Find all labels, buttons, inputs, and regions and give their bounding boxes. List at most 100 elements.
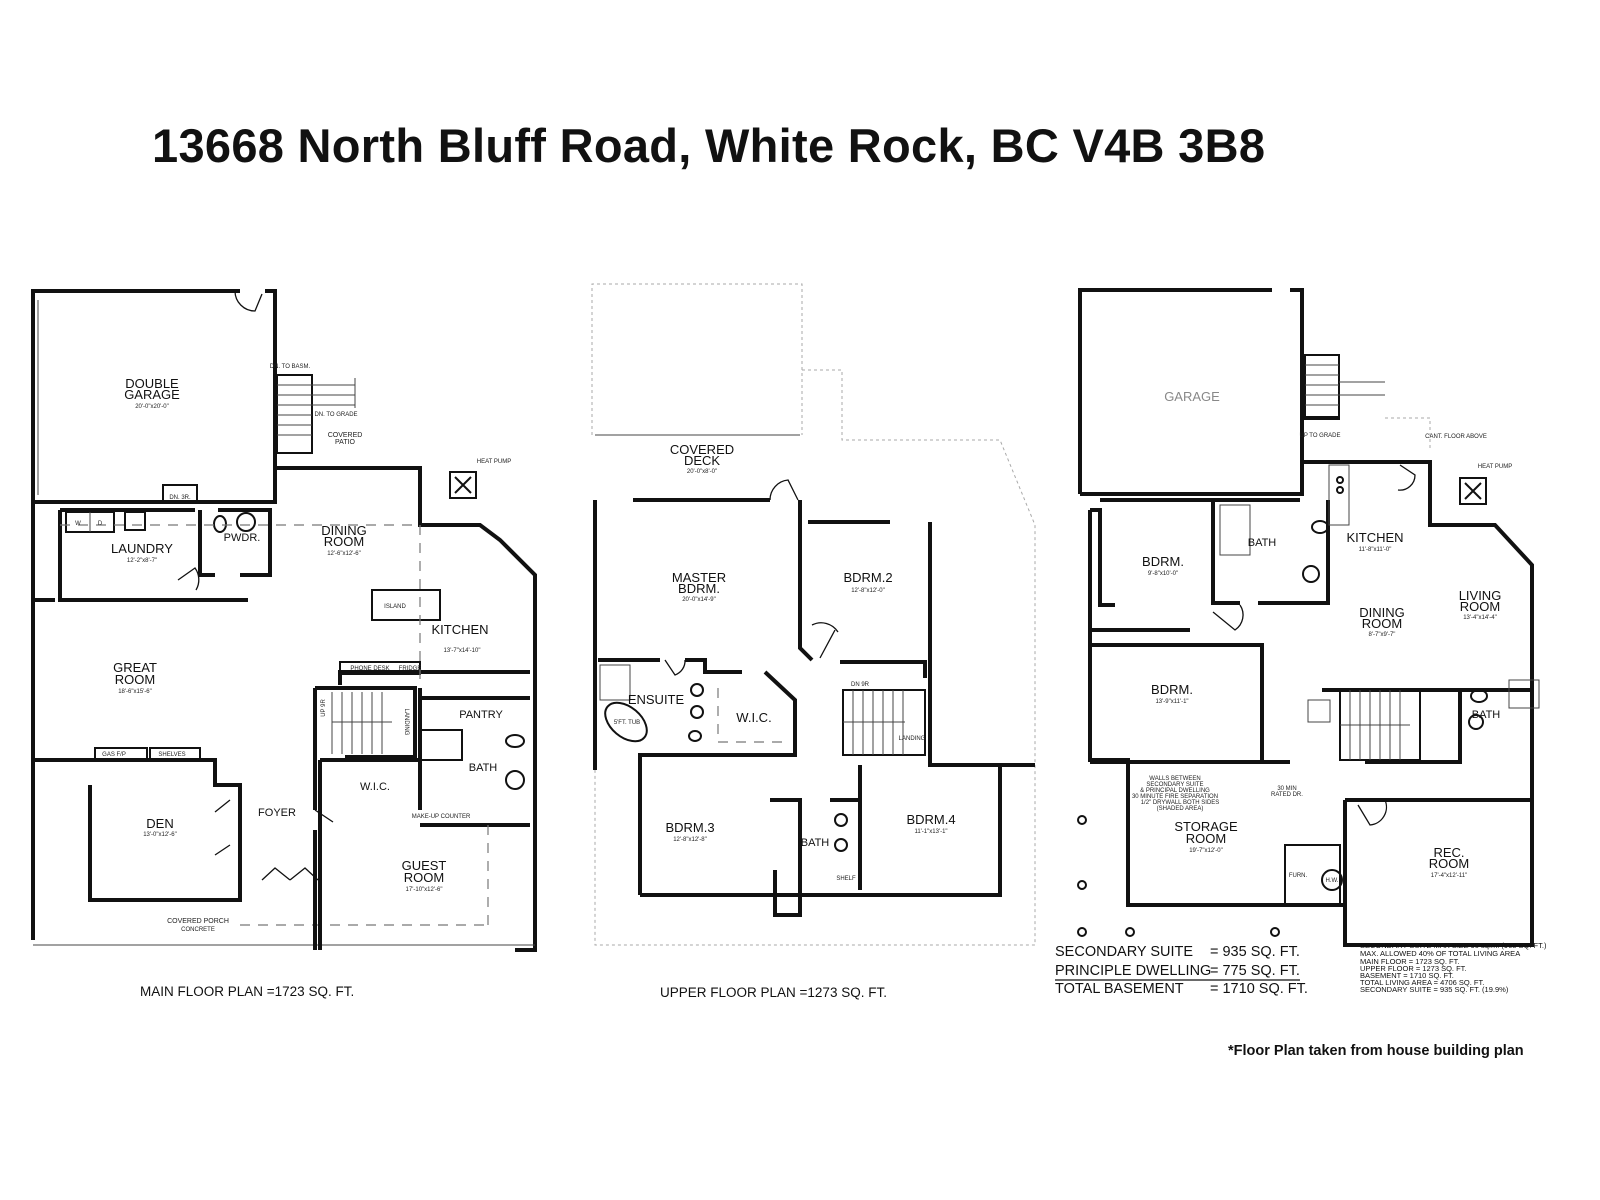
area-notes: SECONDARY SUITE MAX SIZE 90 sq.m. (968 S… xyxy=(1360,941,1547,994)
room-label: DEN xyxy=(146,816,173,831)
stairs-up-label: UP 9R xyxy=(321,699,327,717)
room-label: KITCHEN xyxy=(431,622,488,637)
fireplace-label: GAS F/P xyxy=(102,752,126,758)
stairs-label: DN. TO GRADE xyxy=(314,412,357,418)
heat-pump-label: HEAT PUMP xyxy=(477,459,511,465)
landing-label: LANDING xyxy=(899,736,926,742)
porch-material: CONCRETE xyxy=(181,927,215,933)
room-label: PWDR. xyxy=(224,532,261,544)
room-label: COVERED xyxy=(328,432,363,439)
desk-label: PHONE DESK xyxy=(350,666,389,672)
basement-labels: GARAGE BDRM. 9'-8"x10'-0" BATH KITCHEN 1… xyxy=(1055,389,1547,997)
room-label: GARAGE xyxy=(1164,389,1220,404)
room-label: LAUNDRY xyxy=(111,541,173,556)
shelf-label: SHELF xyxy=(836,876,856,882)
summary-label: SECONDARY SUITE xyxy=(1055,944,1193,960)
room-dim: 13'-0"x12'-6" xyxy=(143,832,177,838)
room-label: ROOM xyxy=(1429,856,1469,871)
stairs-label: DN 9R xyxy=(851,682,870,688)
wall-note: 1/2" DRYWALL BOTH SIDES xyxy=(1141,800,1220,806)
dryer-label: D xyxy=(98,521,103,527)
room-dim: 18'-6"x15'-6" xyxy=(118,689,152,695)
room-label: BDRM. xyxy=(1142,554,1184,569)
note-line: UPPER FLOOR = 1273 SQ. FT. xyxy=(1360,964,1467,973)
room-label: GARAGE xyxy=(124,387,180,402)
room-dim: 9'-8"x10'-0" xyxy=(1148,571,1178,577)
room-label: GREAT xyxy=(113,660,157,675)
main-floor-plan xyxy=(31,289,537,952)
room-label: LIVING xyxy=(1459,588,1502,603)
note-line: SECONDARY SUITE = 935 SQ. FT. (19.9%) xyxy=(1360,985,1509,994)
room-label: ROOM xyxy=(1460,599,1500,614)
rated-door-note: 30 MIN xyxy=(1277,786,1296,792)
counter-label: MAKE-UP COUNTER xyxy=(412,814,471,820)
room-dim: 13'-9"x11'-1" xyxy=(1155,699,1188,705)
rated-door-note: RATED DR. xyxy=(1271,792,1303,798)
room-label: REC. xyxy=(1433,845,1464,860)
room-dim: 11'-1"x13'-1" xyxy=(914,829,947,835)
island-label: ISLAND xyxy=(384,604,406,610)
summary-label: TOTAL BASEMENT xyxy=(1055,981,1184,997)
room-label: BATH xyxy=(469,762,498,774)
room-label: GUEST xyxy=(402,858,447,873)
room-label: BATH xyxy=(1472,709,1501,721)
note-line: SECONDARY SUITE MAX SIZE 90 sq.m. (968 S… xyxy=(1360,941,1547,950)
room-label: W.I.C. xyxy=(736,710,771,725)
room-dim: 20'-0"x8'-0" xyxy=(687,469,717,475)
stairs-label: DN. 3R. xyxy=(169,495,191,501)
room-label: W.I.C. xyxy=(360,781,390,793)
room-dim: 12'-8"x12'-8" xyxy=(673,837,707,843)
basement-plan xyxy=(1077,288,1540,947)
room-label: BDRM.4 xyxy=(906,812,955,827)
room-dim: 12'-2"x8'-7" xyxy=(127,558,157,564)
room-label: STORAGE xyxy=(1174,819,1238,834)
shelves-label: SHELVES xyxy=(158,752,185,758)
porch-label: COVERED PORCH xyxy=(167,918,229,925)
room-dim: 13'-4"x14'-4" xyxy=(1463,615,1497,621)
note-line: MAX. ALLOWED 40% OF TOTAL LIVING AREA xyxy=(1360,949,1520,958)
summary-value: = 775 SQ. FT. xyxy=(1210,963,1300,979)
room-label: PATIO xyxy=(335,439,356,446)
room-label: BDRM.3 xyxy=(665,820,714,835)
room-label: DINING xyxy=(321,523,367,538)
room-label: FOYER xyxy=(258,807,296,819)
room-dim: 8'-7"x9'-7" xyxy=(1369,632,1396,638)
note-line: TOTAL LIVING AREA = 4706 SQ. FT. xyxy=(1360,978,1484,987)
footnote: *Floor Plan taken from house building pl… xyxy=(1228,1043,1524,1059)
cantilever-label: CANT. FLOOR ABOVE xyxy=(1425,434,1487,440)
upper-floor-labels: COVERED DECK 20'-0"x8'-0" MASTER BDRM. 2… xyxy=(614,442,956,1000)
room-label: ROOM xyxy=(404,870,444,885)
room-label: KITCHEN xyxy=(1346,530,1403,545)
room-label: ROOM xyxy=(324,534,364,549)
main-floor-caption: MAIN FLOOR PLAN =1723 SQ. FT. xyxy=(140,984,354,999)
grade-label: UP TO GRADE xyxy=(1299,433,1340,439)
room-label: BATH xyxy=(1248,537,1277,549)
room-dim: 17'-4"x12'-11" xyxy=(1431,873,1467,879)
room-label: PANTRY xyxy=(459,709,503,721)
room-label: BDRM.2 xyxy=(843,570,892,585)
room-label: BATH xyxy=(801,837,830,849)
heat-pump-label: HEAT PUMP xyxy=(1478,464,1512,470)
note-line: BASEMENT = 1710 SQ. FT. xyxy=(1360,971,1454,980)
wall-note: & PRINCIPAL DWELLING xyxy=(1140,788,1210,794)
area-summary: SECONDARY SUITE = 935 SQ. FT. PRINCIPLE … xyxy=(1055,944,1308,997)
room-dim: 11'-8"x11'-0" xyxy=(1359,547,1392,553)
room-label: ENSUITE xyxy=(628,692,685,707)
room-dim: 20'-0"x20'-0" xyxy=(135,404,169,410)
room-label: ROOM xyxy=(115,672,155,687)
note-line: MAIN FLOOR = 1723 SQ. FT. xyxy=(1360,957,1459,966)
room-label: DINING xyxy=(1359,605,1405,620)
stairs-label: DN. TO BASM. xyxy=(270,364,311,370)
room-dim: 19'-7"x12'-0" xyxy=(1189,848,1223,854)
page-title: 13668 North Bluff Road, White Rock, BC V… xyxy=(152,119,1266,172)
room-label: DOUBLE xyxy=(125,376,179,391)
summary-value: = 935 SQ. FT. xyxy=(1210,944,1300,960)
room-dim: 20'-0"x14'-9" xyxy=(682,597,716,603)
summary-value: = 1710 SQ. FT. xyxy=(1210,981,1308,997)
room-label: BDRM. xyxy=(1151,682,1193,697)
landing-label: LANDING xyxy=(403,709,409,736)
room-dim: 17'-10"x12'-6" xyxy=(406,887,443,893)
room-label: ROOM xyxy=(1186,831,1226,846)
room-label: ROOM xyxy=(1362,616,1402,631)
